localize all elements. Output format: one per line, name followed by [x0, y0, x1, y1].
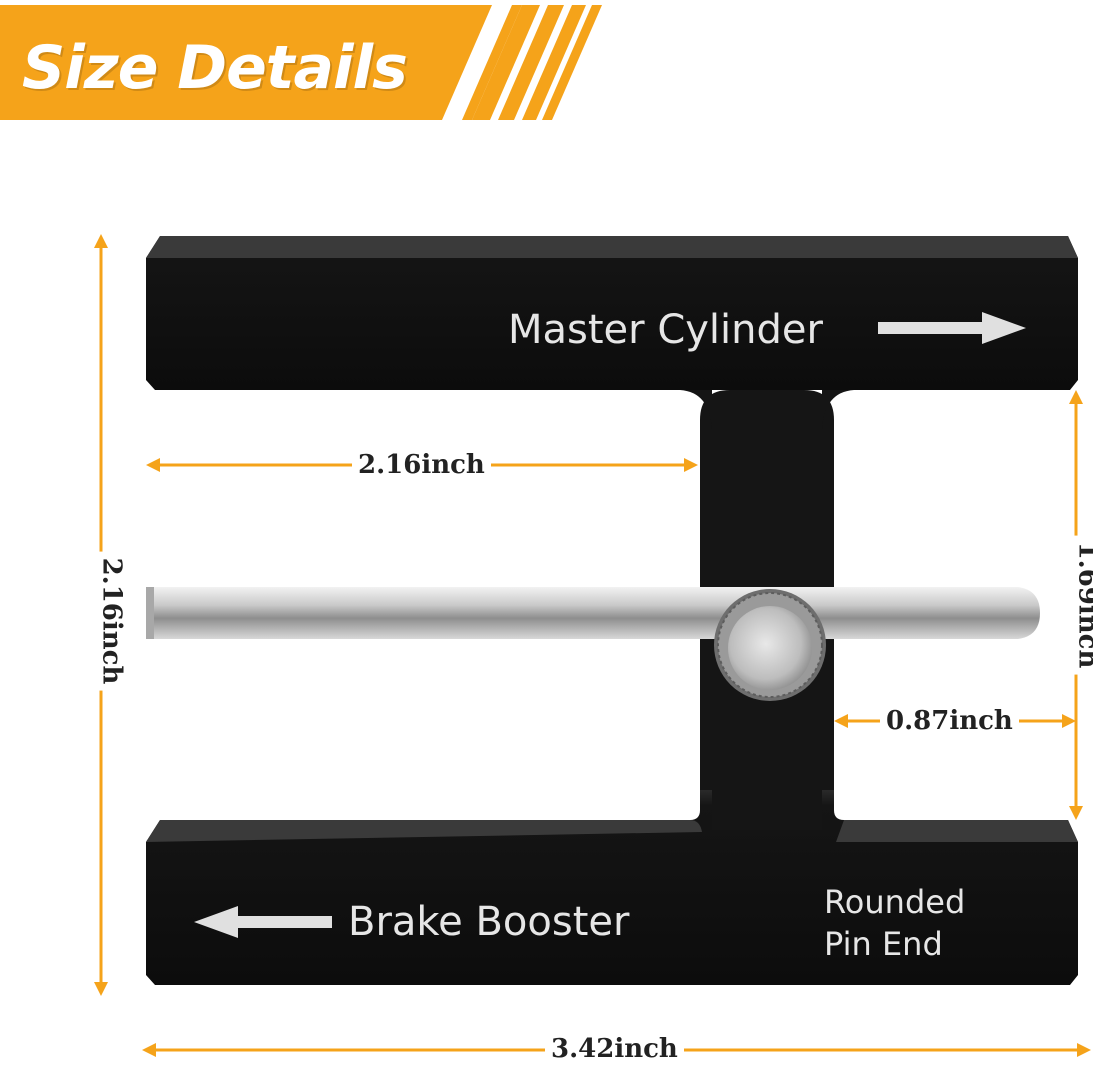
- inner-height-label: 1.69inch: [1071, 535, 1093, 675]
- brake-booster-label: Brake Booster: [348, 899, 630, 945]
- header-banner: [0, 5, 602, 120]
- sliding-pin: [146, 587, 1040, 639]
- bottom-bar: [146, 790, 1078, 985]
- total-width-label: 3.42inch: [545, 1033, 684, 1065]
- gap-width-label: 2.16inch: [352, 449, 491, 481]
- arrow-right-icon: [878, 312, 1026, 344]
- top-bar: [146, 236, 1078, 390]
- thumb-screw-knob: [714, 589, 826, 701]
- rounded-pin-end-label-line1: Rounded: [824, 883, 966, 921]
- arrow-left-icon: [194, 906, 332, 938]
- rounded-pin-end-label-line2: Pin End: [824, 925, 943, 963]
- master-cylinder-label: Master Cylinder: [508, 307, 823, 353]
- right-gap-label: 0.87inch: [880, 705, 1019, 737]
- total-height-label: 2.16inch: [95, 551, 128, 691]
- page-title: Size Details: [22, 33, 408, 103]
